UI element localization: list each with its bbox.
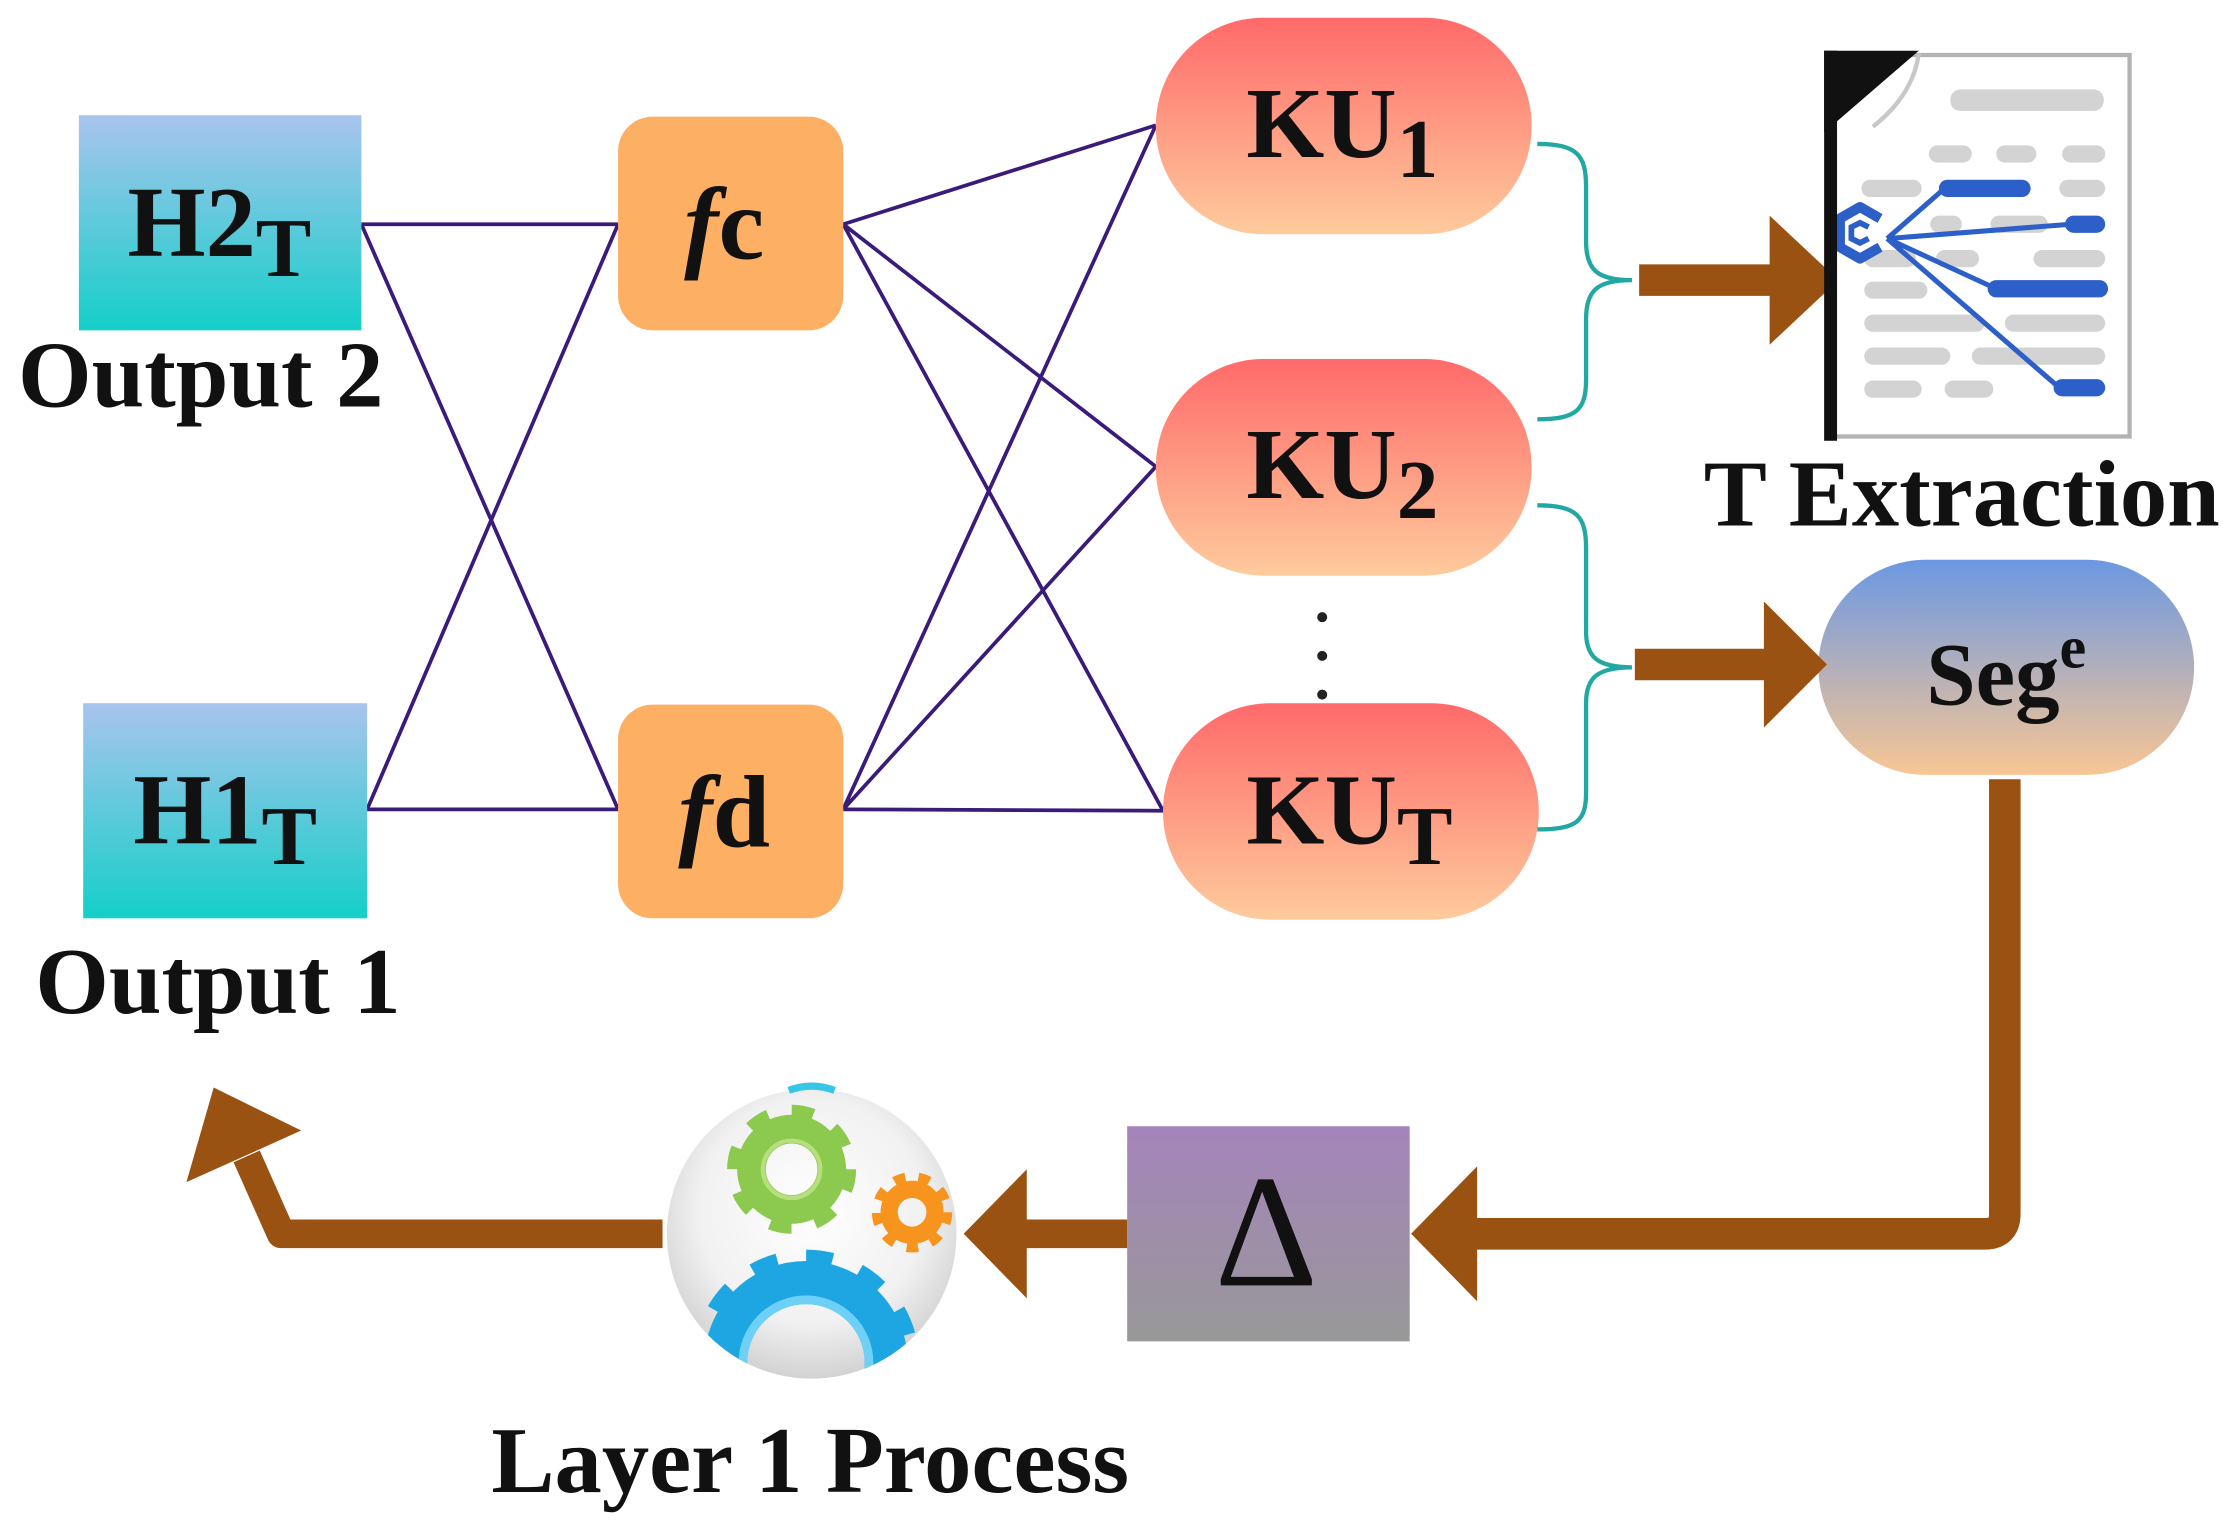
layer-1-process-label: Layer 1 Process: [491, 1409, 1129, 1513]
edge-fc-ku1: [842, 123, 1157, 227]
connections: [359, 123, 1165, 813]
ellipsis-dot: [1317, 689, 1328, 700]
arrow-seg-to-delta-shaft: [1465, 779, 2021, 1250]
document-text-lines: [1861, 89, 2106, 398]
h2t-sub: T: [256, 202, 311, 294]
fc-box: [618, 116, 844, 331]
brace-ku1-ku2: [1537, 141, 1632, 422]
h1t-box: [83, 703, 368, 919]
kut-pill: [1163, 703, 1539, 920]
edge-fd-ku1: [841, 124, 1158, 811]
h1t-label: H1T: [133, 755, 317, 882]
fc-rest: c: [718, 168, 764, 282]
seg-pill: [1818, 559, 2195, 775]
arrow-to-seg-head: [1763, 601, 1827, 728]
edge-fc-kut: [841, 223, 1165, 812]
edge-h2-fd: [359, 223, 620, 811]
document-corner-fold: [1824, 50, 1919, 133]
document-tree-icon: [1824, 50, 2132, 441]
h1t-sub: T: [262, 790, 317, 882]
ku1-sub: 1: [1397, 103, 1439, 195]
seg-main: Seg: [1926, 627, 2059, 725]
seg-label: Sege: [1926, 614, 2086, 724]
kut-sub: T: [1397, 790, 1452, 882]
arrow-process-to-output-shaft: [233, 1150, 663, 1249]
ellipsis-dot: [1317, 650, 1328, 661]
flow-arrows: [186, 215, 2021, 1302]
fc-label: fc: [684, 168, 764, 282]
h1t-main: H1: [133, 755, 261, 866]
output-1-caption: Output 1: [35, 930, 400, 1034]
edge-h1-fc: [365, 223, 620, 811]
green-gear-icon: [727, 1104, 857, 1234]
arrow-process-to-output-head: [186, 1087, 302, 1183]
brace-ku2-kut: [1537, 503, 1632, 832]
h2t-label: H2T: [128, 167, 312, 294]
ku1-pill: [1155, 17, 1532, 235]
ku2-sub: 2: [1397, 444, 1439, 536]
braces: [1537, 141, 1632, 832]
document-tree-graph: [1834, 179, 2109, 397]
delta-symbol: Δ: [1215, 1142, 1318, 1320]
seg-sup: e: [2060, 614, 2087, 681]
ellipsis-dot: [1317, 612, 1328, 623]
ku1-main: KU: [1246, 68, 1397, 179]
kut-main: KU: [1246, 755, 1397, 866]
fd-label: fd: [678, 756, 770, 870]
document-fold-edge: [1871, 53, 1921, 129]
delta-box: [1127, 1126, 1410, 1342]
edge-fd-ku2: [841, 465, 1158, 811]
arrow-seg-to-delta-head: [1411, 1166, 1478, 1302]
ku1-label: KU1: [1246, 68, 1438, 195]
kut-label: KUT: [1246, 755, 1452, 882]
fd-rest: d: [713, 756, 770, 870]
fd-box: [618, 704, 844, 919]
document-spine: [1824, 50, 1838, 441]
edge-fd-kut: [843, 807, 1164, 813]
arrow-delta-to-process-head: [963, 1169, 1027, 1299]
gears-icon-top-accent: [787, 1082, 836, 1094]
output-2-caption: Output 2: [18, 323, 383, 427]
edge-fc-ku2: [842, 222, 1157, 469]
arrow-to-extraction-head: [1769, 215, 1839, 345]
h2t-box: [78, 115, 362, 331]
ku2-main: KU: [1246, 409, 1397, 520]
h2t-main: H2: [128, 167, 256, 278]
vertical-ellipsis: [1317, 612, 1328, 700]
t-extraction-label: T Extraction: [1704, 442, 2220, 546]
ku2-label: KU2: [1246, 409, 1438, 536]
ku2-pill: [1155, 359, 1532, 576]
